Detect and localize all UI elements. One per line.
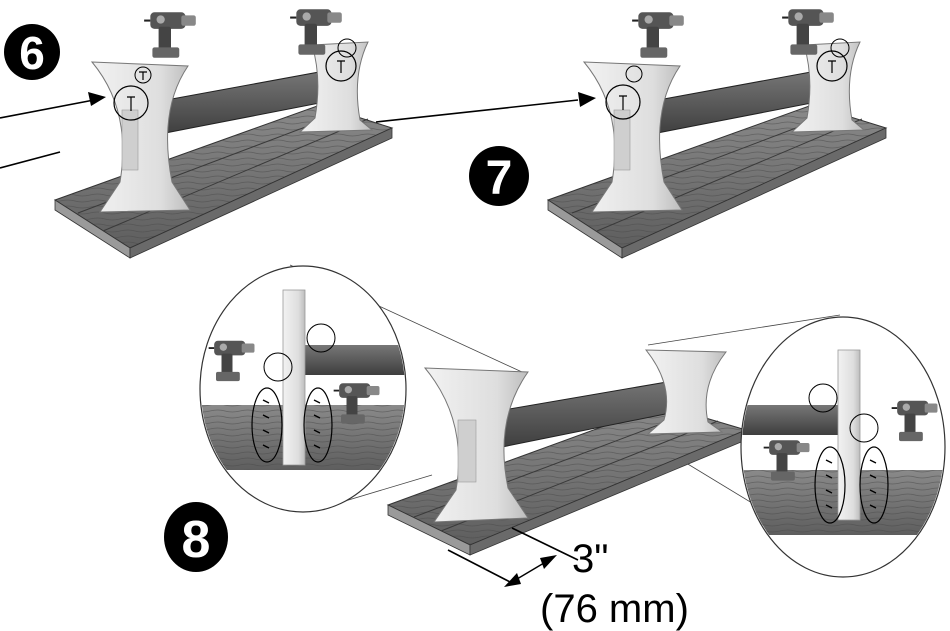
- step-8-badge: 8: [164, 502, 228, 572]
- right-magnifier-callout: [740, 316, 946, 578]
- dimension-metric-label: (76 mm): [540, 587, 689, 631]
- screw-icon: [619, 95, 627, 110]
- dimension-imperial-label: 3": [572, 537, 608, 581]
- step-6-bench-top: [53, 104, 394, 259]
- dimension-indicator: [447, 527, 579, 587]
- step-6-badge: 6: [4, 24, 60, 80]
- step-7-badge: 7: [469, 146, 529, 206]
- screw-icon: [828, 60, 836, 73]
- step-6-group: 6: [0, 8, 394, 259]
- left-magnifier-callout: [199, 265, 407, 513]
- screw-icon: [262, 399, 321, 449]
- right-zoom-line-top: [647, 314, 841, 346]
- step-6-screw-callout-1: [134, 66, 152, 84]
- step-7-screw-callout-2: [605, 84, 641, 120]
- screw-icon: [139, 71, 147, 80]
- step-7-back-leg: [790, 41, 866, 133]
- step-7-group: 7: [469, 8, 888, 259]
- step-7-screw-callout-3: [830, 38, 850, 58]
- step-8-back-leg: [644, 349, 728, 435]
- step-6-to-7-arrowhead: [578, 92, 596, 107]
- screw-icon: [337, 60, 345, 73]
- step-6-leader-line: [0, 151, 61, 169]
- step-6-screw-callout-3: [337, 38, 357, 58]
- step-8-group: 3" (76 mm) 8: [164, 264, 946, 631]
- step-6-number: 6: [19, 27, 45, 79]
- step-6-screw-callout-4: [325, 50, 357, 82]
- step-6-pointer-line: [0, 99, 95, 119]
- step-7-number: 7: [486, 152, 513, 205]
- step-6-front-leg: [90, 61, 191, 213]
- step-7-screw-callout-4: [816, 50, 848, 82]
- step-6-screw-callout-2: [113, 85, 149, 121]
- step-8-number: 8: [182, 511, 211, 569]
- step-6-back-leg: [298, 41, 374, 133]
- step-7-front-leg: [582, 61, 683, 213]
- step-6-to-7-arrow-line: [375, 99, 579, 123]
- step-6-arrowhead: [88, 92, 106, 106]
- step-8-front-leg: [423, 367, 529, 523]
- screw-icon: [127, 96, 135, 111]
- step-6-drill-icon-left: [143, 11, 197, 59]
- step-7-screw-callout-1: [625, 65, 643, 83]
- step-7-bench-top: [546, 104, 888, 259]
- step-7-drill-icon-left: [631, 11, 685, 59]
- screw-icon: [825, 459, 877, 509]
